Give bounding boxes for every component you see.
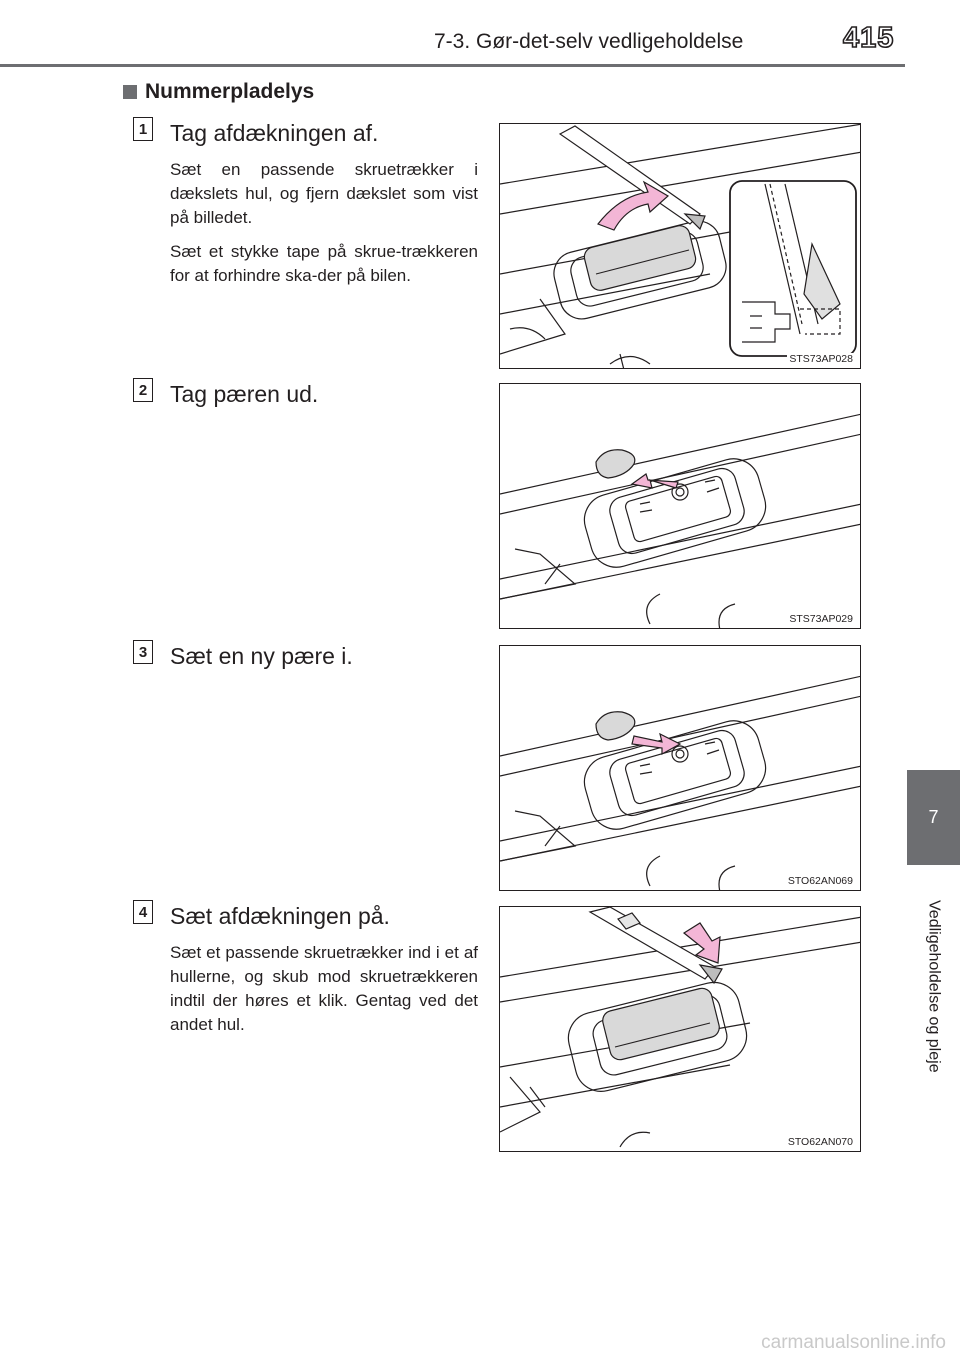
figure-code: STO62AN070	[785, 1136, 855, 1148]
chapter-title: Vedligeholdelse og pleje	[925, 899, 943, 1073]
step-paragraph: Sæt et passende skruetrækker ind i et af…	[170, 943, 478, 1034]
step-title: Sæt afdækningen på.	[170, 903, 390, 929]
illustration-remove-cover: STS73AP028	[499, 123, 861, 369]
illustration-refit-cover: STO62AN070	[499, 906, 861, 1152]
figure-code: STO62AN069	[785, 875, 855, 887]
step-number-badge: 3	[133, 640, 153, 664]
chapter-tab: 7	[907, 770, 960, 865]
step-paragraph: Sæt et stykke tape på skrue-trækkeren fo…	[170, 242, 478, 285]
cover-refit-drawing	[500, 907, 860, 1148]
step-title: Tag pæren ud.	[170, 381, 319, 407]
step-number-badge: 4	[133, 900, 153, 924]
header-rule	[0, 64, 905, 67]
step-number-badge: 2	[133, 378, 153, 402]
section-title-text: Nummerpladelys	[145, 80, 315, 103]
step-title: Tag afdækningen af.	[170, 120, 379, 146]
license-lamp-cover-removal-drawing	[500, 124, 860, 368]
section-title: Nummerpladelys	[123, 80, 314, 104]
figure-code: STS73AP029	[787, 613, 855, 625]
square-bullet-icon	[123, 85, 137, 99]
bulb-removal-drawing	[500, 413, 860, 628]
chapter-side-label: Vedligeholdelse og pleje	[907, 870, 960, 1102]
illustration-remove-bulb: STS73AP029	[499, 383, 861, 629]
bulb-insertion-drawing	[500, 675, 860, 890]
step-number-badge: 1	[133, 117, 153, 141]
chapter-number: 7	[928, 807, 939, 827]
illustration-insert-bulb: STO62AN069	[499, 645, 861, 891]
step-paragraph: Sæt en passende skruetrækker i dækslets …	[170, 160, 478, 227]
watermark: carmanualsonline.info	[761, 1332, 946, 1353]
figure-code: STS73AP028	[787, 353, 855, 365]
step-title: Sæt en ny pære i.	[170, 643, 353, 669]
page-number: 415	[842, 21, 895, 55]
running-header: 7-3. Gør-det-selv vedligeholdelse	[434, 30, 744, 53]
